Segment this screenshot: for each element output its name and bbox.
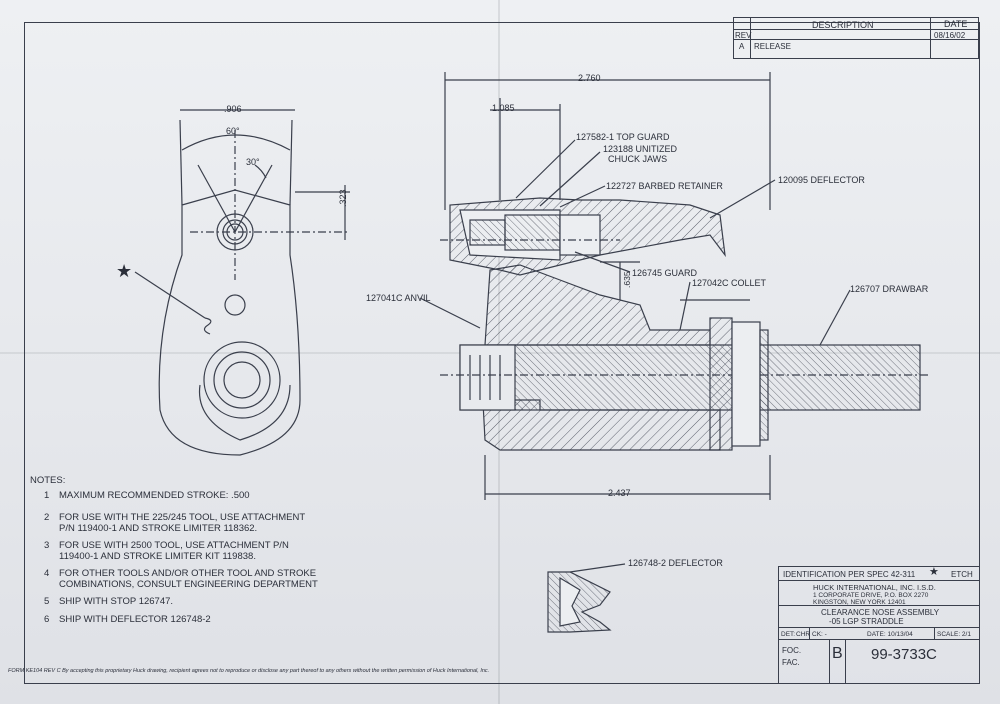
callout-guard: 126745 GUARD	[632, 268, 698, 278]
callout-collet: 127042C COLLET	[692, 278, 767, 288]
note-line: FOR USE WITH THE 225/245 TOOL, USE ATTAC…	[59, 512, 306, 523]
foc-label: FOC.	[782, 646, 802, 655]
star-icon: ★	[929, 566, 939, 578]
bottom-dimension: 2.437	[608, 488, 631, 498]
date-label: DATE: 10/13/04	[867, 631, 913, 638]
company-address-1: 1 CORPORATE DRIVE, P.O. BOX 2270	[813, 592, 929, 599]
overall-dimension: 2.760	[578, 73, 601, 83]
note-number: 5	[44, 596, 50, 607]
etch-label: ETCH	[951, 570, 973, 579]
drawing-title-2: -05 LGP STRADDLE	[829, 617, 904, 626]
note-line: SHIP WITH DEFLECTOR 126748-2	[59, 614, 211, 625]
det-label: DET:	[781, 631, 796, 638]
section-view	[419, 72, 930, 500]
note-line: COMBINATIONS, CONSULT ENGINEERING DEPART…	[59, 579, 318, 590]
callout-drawbar: 126707 DRAWBAR	[850, 284, 929, 294]
note-line: SHIP WITH STOP 126747.	[59, 596, 174, 607]
company-name: HUCK INTERNATIONAL, INC. I.S.D.	[813, 583, 936, 592]
proprietary-disclaimer: FORM KE104 REV C By accepting this propr…	[8, 668, 490, 674]
callout-chuck-jaws: 123188 UNITIZED	[603, 144, 678, 154]
callout-anvil: 127041C ANVIL	[366, 293, 431, 303]
revision-letter: B	[832, 645, 843, 662]
note-number: 2	[44, 512, 50, 523]
note-line: MAXIMUM RECOMMENDED STROKE: .500	[59, 490, 250, 501]
callout-top-guard: 127582-1 TOP GUARD	[576, 132, 670, 142]
deflector-detail	[547, 563, 626, 633]
star-icon: ★	[116, 261, 133, 281]
ck-label: CK: -	[812, 631, 827, 638]
drawing-border	[24, 22, 980, 684]
callout-deflector-2: 126748-2 DEFLECTOR	[628, 558, 723, 568]
angle-60-label: 60°	[226, 126, 240, 136]
rev-description: RELEASE	[754, 42, 791, 51]
identification-spec: IDENTIFICATION PER SPEC 42-311	[783, 570, 916, 579]
description-header: DESCRIPTION	[812, 20, 874, 30]
callout-deflector: 120095 DEFLECTOR	[778, 175, 865, 185]
company-address-2: KINGSTON, NEW YORK 12401	[813, 599, 906, 606]
note-number: 4	[44, 568, 50, 579]
note-number: 1	[44, 490, 50, 501]
callout-barbed-retainer: 122727 BARBED RETAINER	[606, 181, 723, 191]
rev-header: REV	[735, 31, 752, 40]
note-line: FOR OTHER TOOLS AND/OR OTHER TOOL AND ST…	[59, 568, 317, 579]
title-block: IDENTIFICATION PER SPEC 42-311 ★ ETCH HU…	[778, 566, 980, 684]
scale-label: SCALE: 2/1	[937, 631, 971, 638]
rev-date: 08/16/02	[934, 31, 966, 40]
note-line: FOR USE WITH 2500 TOOL, USE ATTACHMENT P…	[59, 540, 289, 551]
drawing-title-1: CLEARANCE NOSE ASSEMBLY	[821, 608, 940, 617]
rev-value: A	[739, 42, 745, 51]
drawing-number: 99-3733C	[871, 646, 937, 663]
width-dimension: .906	[224, 104, 242, 114]
depth-dimension: 1.085	[492, 103, 515, 113]
note-number: 6	[44, 614, 50, 625]
note-number: 3	[44, 540, 50, 551]
date-header: DATE	[944, 19, 968, 29]
height-dimension: .323	[338, 189, 348, 207]
callout-chuck-jaws-2: CHUCK JAWS	[608, 154, 668, 164]
fac-label: FAC.	[782, 658, 800, 667]
front-view	[134, 109, 350, 456]
revision-table: REV DESCRIPTION DATE A RELEASE 08/16/02	[733, 17, 979, 59]
note-line: P/N 119400-1 AND STROKE LIMITER 118362.	[59, 523, 258, 534]
notes-block: NOTES: 1 MAXIMUM RECOMMENDED STROKE: .50…	[30, 475, 360, 625]
angle-30-label: 30°	[246, 157, 260, 167]
chr-label: CHR	[796, 631, 811, 638]
notes-title: NOTES:	[30, 475, 66, 486]
note-line: 119400-1 AND STROKE LIMITER KIT 119838.	[59, 551, 256, 562]
